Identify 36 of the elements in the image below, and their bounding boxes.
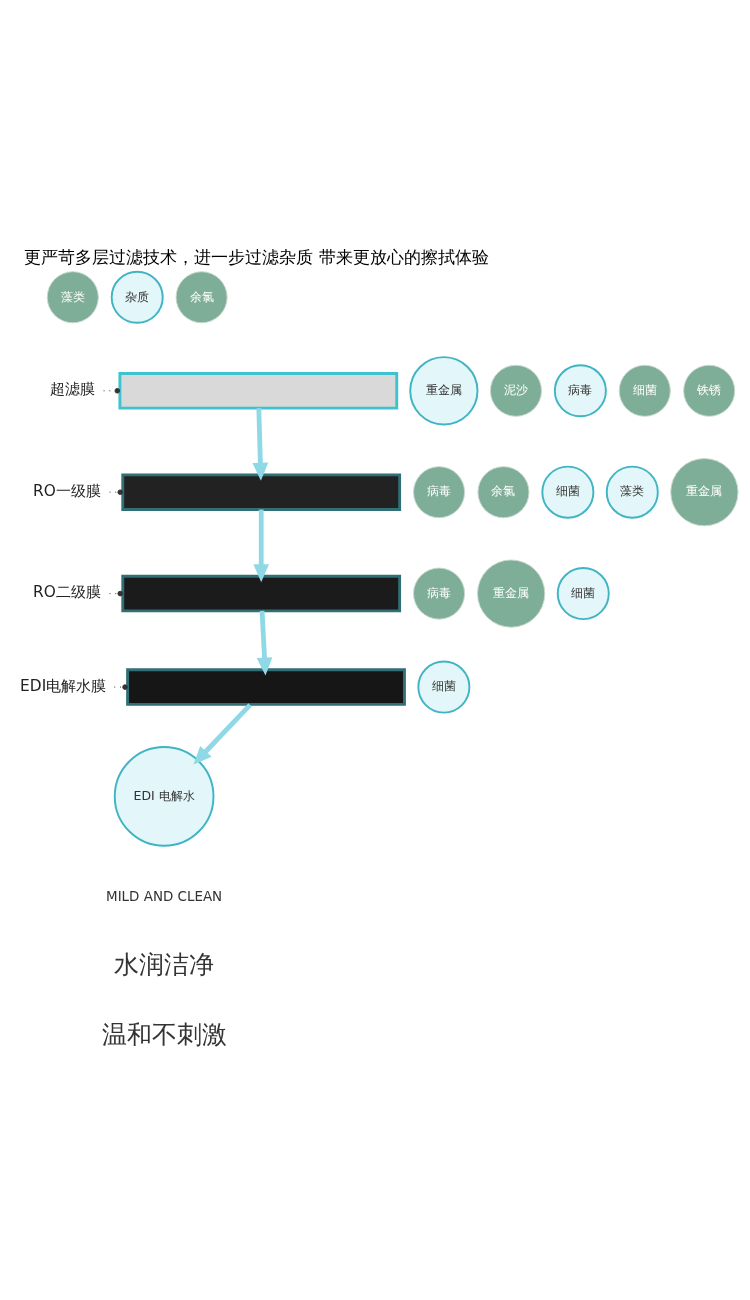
node-text: RO一级膜 <box>33 481 101 500</box>
arrow <box>256 610 273 676</box>
node-box <box>121 574 402 613</box>
node-circle: 余氯 <box>477 466 530 519</box>
label: MILD AND CLEAN <box>106 889 223 905</box>
node-text: RO二级膜 <box>33 583 101 602</box>
diagram-title: 更严苛多层过滤技术，进一步过滤杂质 带来更放心的擦拭体验 <box>24 246 489 267</box>
node-box <box>126 668 406 706</box>
node-circle: 重金属 <box>477 559 546 628</box>
arrow <box>252 408 269 481</box>
node-circle: 铁锈 <box>683 364 736 417</box>
node-text: 超滤膜 <box>50 380 96 399</box>
connector <box>113 684 128 690</box>
node-circle: 病毒 <box>413 567 466 620</box>
label: 温和不刺激 <box>101 1020 227 1050</box>
node-circle: 病毒 <box>413 466 466 519</box>
node-circle: 藻类 <box>46 271 99 324</box>
node-circle: 细菌 <box>417 660 471 714</box>
node-circle: 泥沙 <box>489 364 542 417</box>
label: 水润洁净 <box>114 950 215 980</box>
node-circle: 细菌 <box>556 567 610 621</box>
node-circle: 重金属 <box>670 458 739 527</box>
connector <box>109 590 124 597</box>
arrow <box>253 509 270 583</box>
arrow <box>193 703 252 765</box>
connector <box>109 489 124 495</box>
node-circle: 重金属 <box>409 356 479 426</box>
node-circle: 细菌 <box>541 465 595 519</box>
node-circle: 杂质 <box>110 270 164 324</box>
node-circle: 病毒 <box>553 364 607 418</box>
node-circle: 余氯 <box>175 271 228 324</box>
node-circle: 细菌 <box>618 364 671 417</box>
node-circle: 藻类 <box>605 465 659 519</box>
node-text: EDI电解水膜 <box>20 676 107 695</box>
node-box <box>118 372 399 410</box>
node-box <box>121 473 402 511</box>
